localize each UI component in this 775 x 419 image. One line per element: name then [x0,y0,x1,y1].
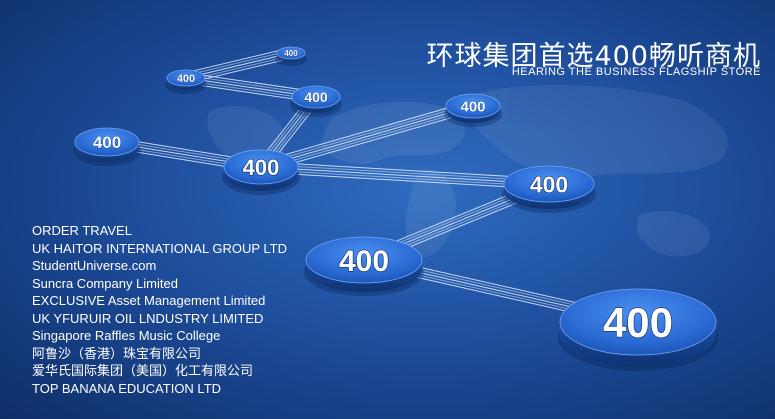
number-disk: 400 [222,149,300,195]
company-list-item: 爱华氏国际集团（美国）化工有限公司 [32,363,254,378]
company-list-item: Singapore Raffles Music College [32,328,221,343]
company-list-item: EXCLUSIVE Asset Management Limited [32,293,266,308]
number-disk: 400 [558,288,718,371]
disk-label: 400 [339,245,389,278]
connection-line [260,105,474,168]
connection-line [259,100,472,163]
disk-label: 400 [243,155,280,180]
number-disks: 400 400 400 400 400 400 400 400 400 [73,46,718,371]
number-disk: 400 [290,85,342,117]
disk-label: 400 [603,299,673,346]
company-list-item: 阿鲁沙（香港）珠宝有限公司 [32,345,202,361]
company-list-item: TOP BANANA EDUCATION LTD [32,380,222,396]
banner-subtitle: HEARING THE BUSINESS FLAGSHIP STORE [511,66,761,78]
disk-label: 400 [93,133,121,152]
connection-line [260,166,550,185]
disk-label: 400 [284,49,298,58]
connection-lines [106,47,640,328]
company-list-item: Suncra Company Limited [32,275,178,291]
connection-line [261,161,550,180]
number-disk: 400 [444,93,502,127]
number-disk: 400 [165,69,207,94]
company-list-item: ORDER TRAVEL [32,223,132,238]
connection-line [185,49,291,76]
company-list-item: UK HAITOR INTERNATIONAL GROUP LTD [32,240,287,256]
connection-line [260,103,473,165]
disk-label: 400 [177,73,195,85]
connection-line [261,163,550,182]
disk-label: 400 [460,98,485,115]
connection-line [186,72,317,93]
disk-label: 400 [304,89,328,105]
number-disk: 400 [73,127,141,166]
connection-line [260,171,549,190]
connection-line [185,52,292,79]
company-list-item: UK YFURUIR OIL LNDUSTRY LIMITED [32,310,264,326]
connection-line [260,169,549,188]
disk-label: 400 [530,171,568,197]
number-disk: 400 [502,165,596,213]
connection-line [262,110,475,173]
number-disk: 400 [275,46,307,66]
connection-line [261,108,474,170]
connection-line [186,74,317,95]
connection-line [184,47,290,74]
world-map-backdrop [207,84,728,258]
banner-title: 环球集团首选400畅听商机 [426,41,761,72]
number-disk: 400 [304,236,424,296]
company-list: ORDER TRAVEL UK HAITOR INTERNATIONAL GROU… [32,222,287,397]
company-list-item: StudentUniverse.com [32,258,157,273]
